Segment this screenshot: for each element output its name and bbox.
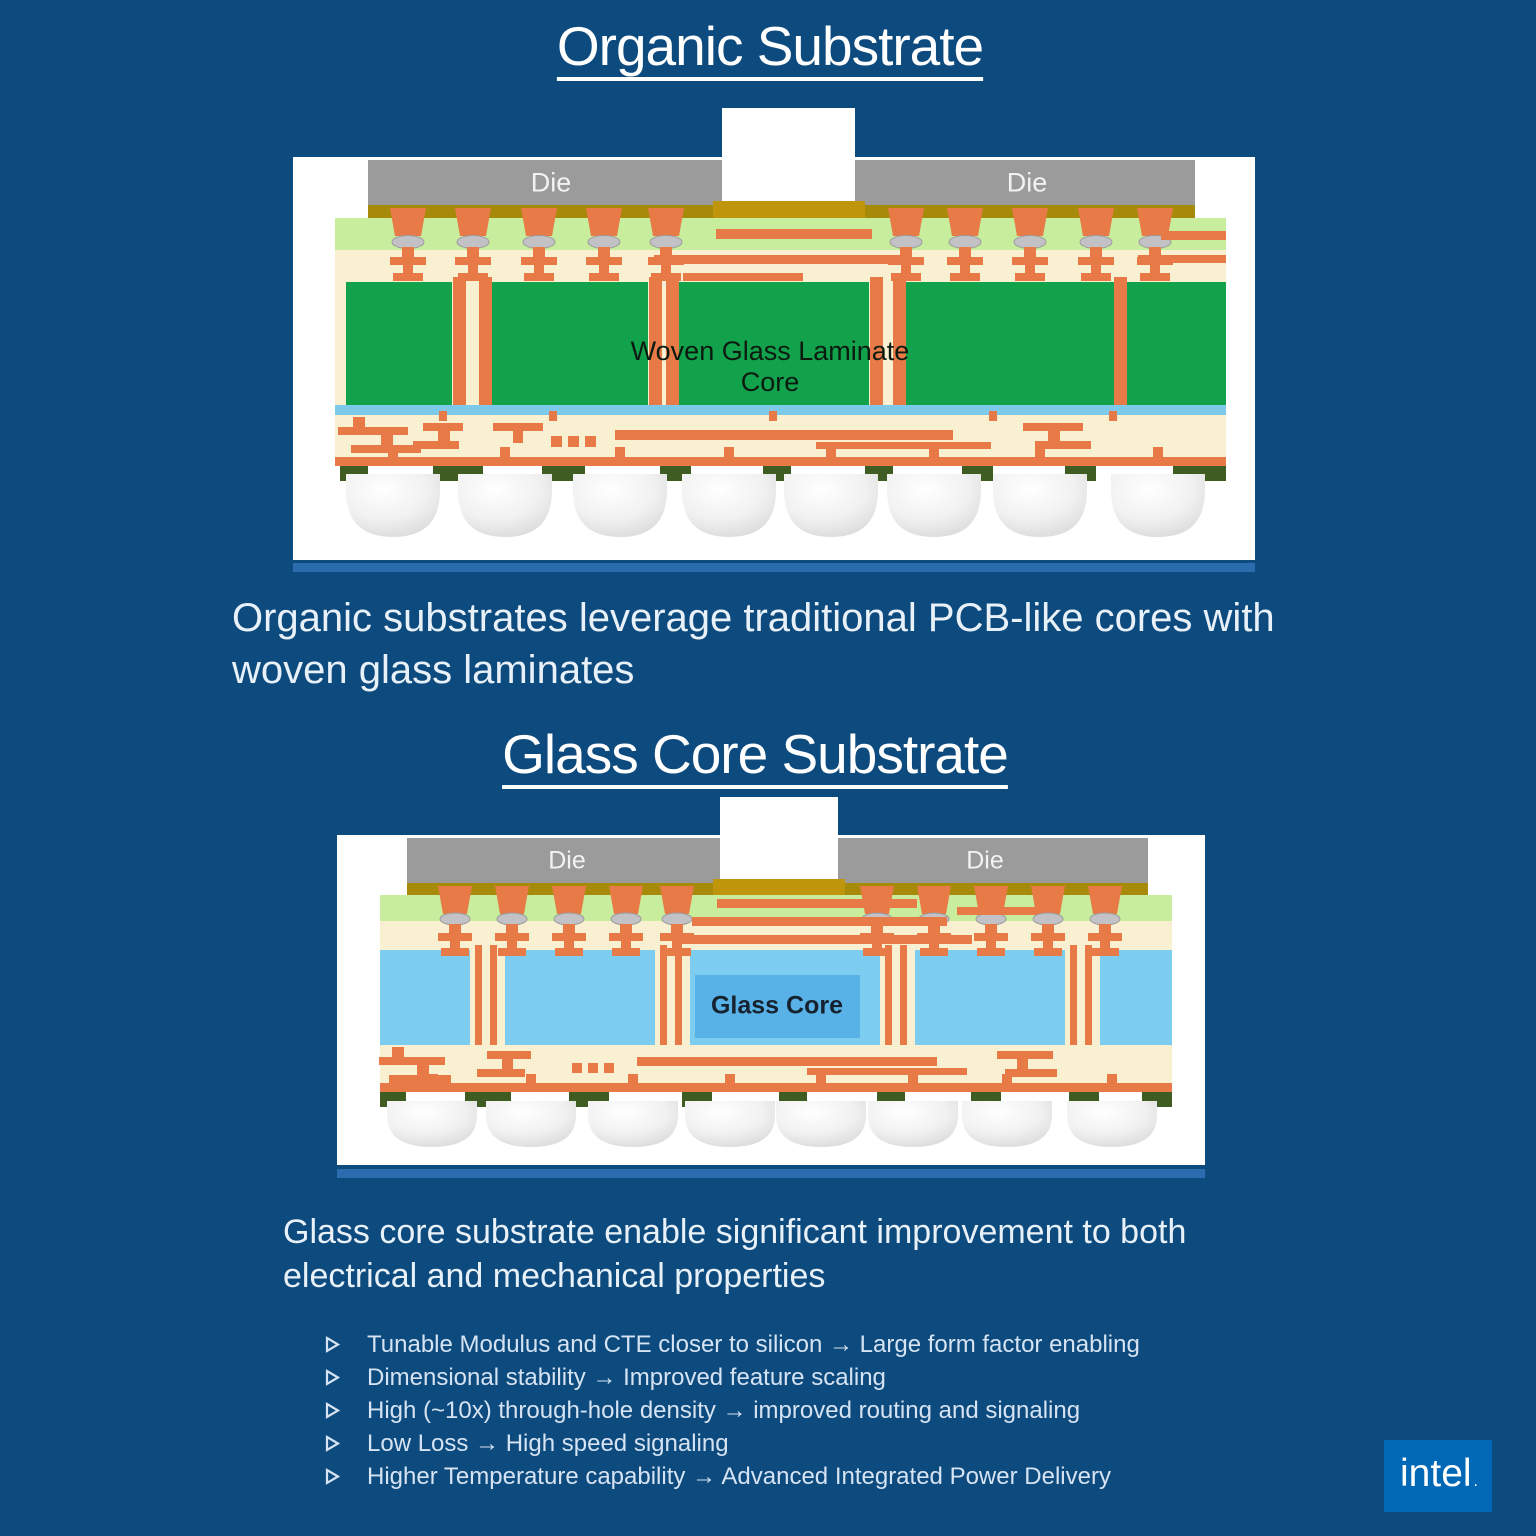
bullet-item: Low Loss → High speed signaling (325, 1427, 1405, 1460)
glass-core-label-plate (695, 975, 860, 1038)
glass-lower-traces (379, 1047, 1117, 1083)
glass-title-text: Glass Core Substrate (502, 723, 1009, 785)
glass-benefits-list: Tunable Modulus and CTE closer to silico… (325, 1328, 1405, 1493)
bullet-item: Higher Temperature capability → Advanced… (325, 1460, 1405, 1493)
organic-lower-traces (338, 411, 1163, 457)
organic-core-label: Woven Glass Laminate Core (630, 336, 910, 397)
bullet-text: Dimensional stability → Improved feature… (367, 1364, 886, 1391)
glass-core-diagram: Die Die Glass Core (337, 795, 1205, 1165)
glass-description: Glass core substrate enable significant … (283, 1213, 1187, 1295)
organic-core-blocks (346, 282, 1226, 405)
organic-top-cutout (722, 108, 855, 202)
organic-die-label-left: Die (530, 167, 572, 198)
glass-mid-traces (672, 899, 1037, 944)
arrowhead-bullet-icon (325, 1402, 341, 1419)
organic-cross-section-graphic (293, 108, 1255, 560)
organic-panel-bottom-stripe (293, 563, 1255, 572)
organic-mid-traces (654, 229, 1226, 281)
organic-substrate-diagram: Die Die Woven Glass Laminate Core (293, 105, 1255, 560)
intel-logo-text: intel (1400, 1452, 1472, 1495)
organic-section-title: Organic Substrate (4, 14, 1536, 78)
glass-core-label: Glass Core (710, 991, 843, 1020)
bullet-text: Low Loss → High speed signaling (367, 1430, 729, 1457)
arrowhead-bullet-icon (325, 1336, 341, 1353)
bullet-text: Tunable Modulus and CTE closer to silico… (367, 1331, 1140, 1358)
glass-section-title: Glass Core Substrate (0, 722, 1510, 786)
arrowhead-bullet-icon (325, 1369, 341, 1386)
intel-logo: intel . (1384, 1440, 1492, 1512)
bullet-item: Tunable Modulus and CTE closer to silico… (325, 1328, 1405, 1361)
glass-cross-section-graphic (337, 797, 1205, 1165)
arrowhead-bullet-icon (325, 1468, 341, 1485)
glass-core-vias (475, 945, 1092, 1050)
bullet-text: Higher Temperature capability → Advanced… (367, 1463, 1111, 1490)
glass-die-label-left: Die (548, 846, 586, 875)
organic-description: Organic substrates leverage traditional … (232, 596, 1275, 692)
organic-core-vias (453, 277, 1127, 410)
glass-panel-bottom-stripe (337, 1169, 1205, 1178)
bullet-item: High (~10x) through-hole density → impro… (325, 1394, 1405, 1427)
organic-die-label-right: Die (1006, 167, 1048, 198)
glass-die-label-right: Die (966, 846, 1004, 875)
organic-title-text: Organic Substrate (556, 15, 984, 77)
bullet-item: Dimensional stability → Improved feature… (325, 1361, 1405, 1394)
glass-top-cutout (720, 797, 838, 879)
bullet-text: High (~10x) through-hole density → impro… (367, 1397, 1081, 1424)
arrowhead-bullet-icon (325, 1435, 341, 1452)
intel-logo-trademark-dot: . (1473, 1473, 1478, 1490)
